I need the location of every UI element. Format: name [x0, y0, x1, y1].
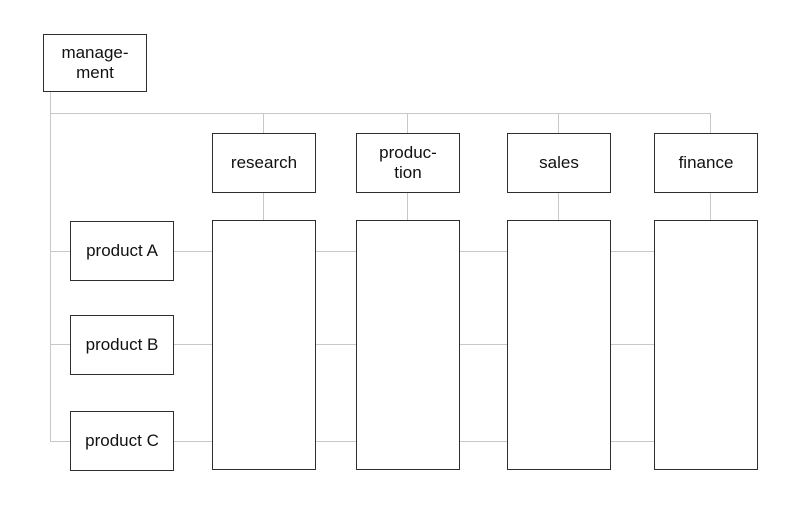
product-node-c: product C — [70, 411, 174, 471]
connector-sales-column — [558, 193, 559, 220]
matrix-column-sales — [507, 220, 611, 470]
department-label: research — [230, 153, 298, 172]
connector-sales-top — [558, 113, 559, 133]
product-label: product B — [85, 335, 159, 354]
management-node: manage- ment — [43, 34, 147, 92]
department-label: finance — [678, 153, 734, 172]
connector-production-column — [407, 193, 408, 220]
connector-management-trunk — [50, 92, 51, 441]
connector-top-horizontal — [50, 113, 711, 114]
department-node-sales: sales — [507, 133, 611, 193]
management-label: manage- ment — [61, 43, 129, 82]
matrix-column-finance — [654, 220, 758, 470]
department-node-production: produc- tion — [356, 133, 460, 193]
connector-finance-top — [710, 113, 711, 133]
product-label: product A — [86, 241, 158, 260]
matrix-column-research — [212, 220, 316, 470]
product-node-b: product B — [70, 315, 174, 375]
connector-research-top — [263, 113, 264, 133]
department-node-finance: finance — [654, 133, 758, 193]
matrix-column-production — [356, 220, 460, 470]
department-label: produc- tion — [379, 143, 437, 182]
connector-finance-column — [710, 193, 711, 220]
product-node-a: product A — [70, 221, 174, 281]
product-label: product C — [85, 431, 159, 450]
connector-research-column — [263, 193, 264, 220]
department-label: sales — [539, 153, 579, 172]
connector-production-top — [407, 113, 408, 133]
department-node-research: research — [212, 133, 316, 193]
